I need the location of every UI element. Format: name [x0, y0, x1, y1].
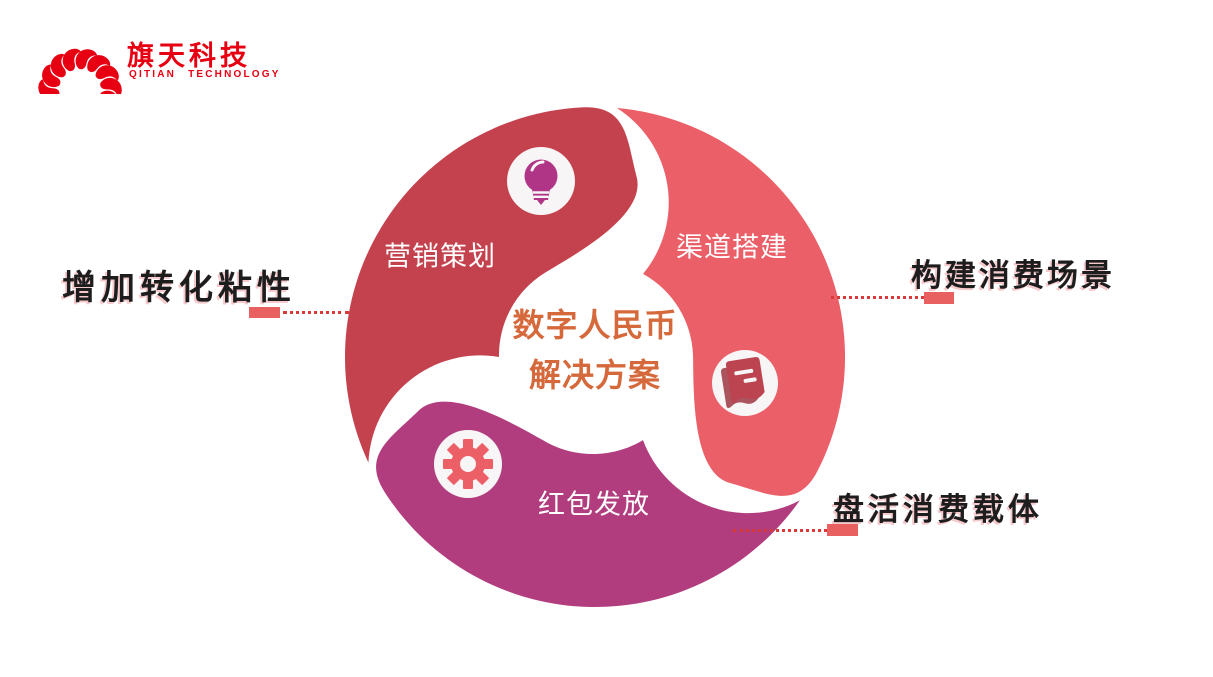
center-title-line2: 解决方案 [528, 357, 662, 393]
diagram-center-title: 数字人民币 解决方案 [512, 300, 677, 400]
annotation-activate-consumption-carriers: 盘活消费载体 [833, 492, 1043, 527]
connector-tag-left [249, 307, 280, 318]
lightbulb-icon [507, 147, 575, 215]
connector-tag-right-bottom [827, 524, 858, 536]
notebook-icon [712, 350, 778, 416]
gear-icon [434, 430, 502, 498]
annotation-increase-conversion: 增加转化粘性 [62, 269, 296, 307]
connector-tag-right-top [924, 292, 954, 304]
connector-dots-right-top [831, 296, 924, 299]
connector-dots-left [283, 311, 349, 314]
center-title-line1: 数字人民币 [512, 307, 678, 343]
annotation-build-consumption-scenes: 构建消费场景 [911, 258, 1115, 293]
logo-company-name: 旗天科技 [127, 41, 251, 71]
segment-label-marketing-planning: 营销策划 [384, 241, 496, 272]
logo-tagline: QITIAN TECHNOLOGY [129, 69, 281, 80]
segment-label-channel-building: 渠道搭建 [676, 232, 788, 263]
segment-label-redpacket-distribution: 红包发放 [538, 489, 650, 520]
cycle-diagram [330, 92, 860, 622]
logo-gear-icon [36, 45, 124, 94]
connector-dots-right-bottom [733, 529, 827, 532]
